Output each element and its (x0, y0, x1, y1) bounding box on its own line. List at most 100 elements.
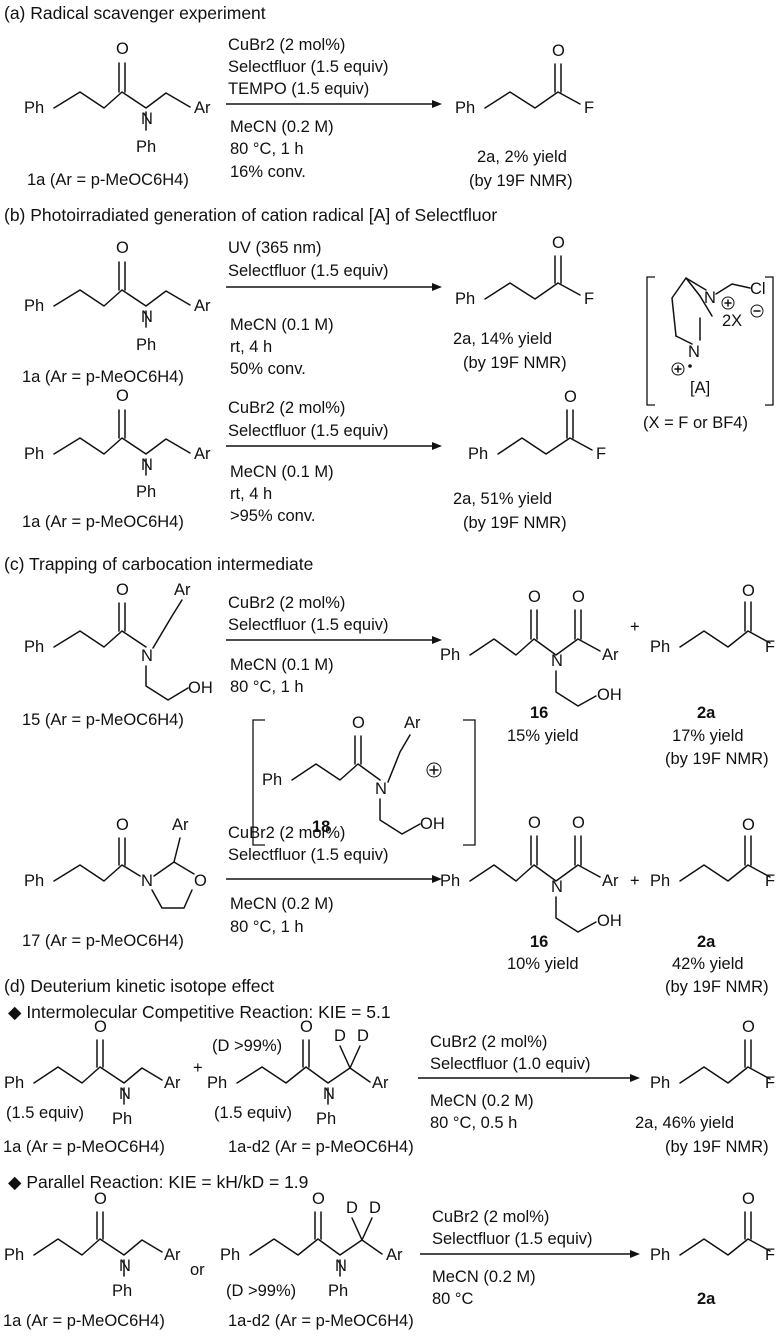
atom-o: O (552, 42, 565, 60)
yield-a: 2a, 2% yield (477, 148, 567, 166)
atom-ar: Ar (602, 646, 619, 664)
atom-ar: Ar (386, 1246, 403, 1264)
atom-ph: Ph (455, 290, 475, 308)
atom-f: F (584, 99, 594, 117)
section-a-heading: (a) Radical scavenger experiment (4, 3, 266, 23)
atom-o: O (94, 1190, 107, 1208)
atom-f: F (584, 290, 594, 308)
atom-f: F (765, 1246, 775, 1264)
atom-o: O (116, 581, 129, 599)
atom-ph: Ph (136, 336, 156, 354)
cond-c2-3: MeCN (0.2 M) (230, 895, 334, 913)
nmr-note: (by 19F NMR) (665, 750, 769, 768)
atom-d: D (357, 1027, 369, 1045)
cond-c2-4: 80 °C, 1 h (230, 918, 304, 936)
atom-n: N (141, 308, 153, 326)
atom-ar: Ar (164, 1074, 181, 1092)
cond-d2-4: 80 °C (432, 1290, 474, 1308)
atom-oh: OH (188, 679, 213, 697)
label-1a: 1a (Ar = p-MeOC6H4) (22, 513, 184, 531)
yield-b1: 2a, 14% yield (453, 330, 552, 348)
cond-b1-4: rt, 4 h (230, 338, 272, 356)
atom-ph: Ph (220, 1246, 240, 1264)
cond-a-6: 16% conv. (230, 163, 306, 181)
atom-n: N (141, 872, 153, 890)
equiv-1a: (1.5 equiv) (6, 1104, 84, 1122)
atom-n: N (688, 343, 700, 361)
atom-ph: Ph (328, 1282, 348, 1300)
atom-ph: Ph (112, 1282, 132, 1300)
cond-a-1: CuBr2 (2 mol%) (228, 36, 345, 54)
or-word: or (190, 1261, 205, 1279)
product-2a-b1: Ph O F (455, 234, 594, 308)
cond-d2-2: Selectfluor (1.5 equiv) (432, 1230, 593, 1248)
atom-o: O (528, 814, 541, 832)
atom-ph: Ph (316, 1110, 336, 1128)
plus-sign: + (193, 1059, 203, 1077)
atom-o: O (116, 816, 129, 834)
atom-ar: Ar (194, 99, 211, 117)
atom-n: N (141, 110, 153, 128)
label-2a: 2a (697, 704, 716, 722)
atom-ar: Ar (172, 816, 189, 834)
atom-ph: Ph (650, 1074, 670, 1092)
label-A: [A] (690, 379, 710, 397)
atom-o: O (742, 816, 755, 834)
product-2a-d1: Ph O F (650, 1018, 775, 1092)
section-d-heading: (d) Deuterium kinetic isotope effect (4, 976, 274, 996)
cond-a-4: MeCN (0.2 M) (230, 118, 334, 136)
cond-b1-1: UV (365 nm) (228, 239, 322, 257)
atom-n: N (141, 456, 153, 474)
product-2a-d2: Ph O F (650, 1190, 775, 1264)
cond-a-2: Selectfluor (1.5 equiv) (228, 58, 389, 76)
atom-f: F (765, 1074, 775, 1092)
atom-o: O (194, 872, 207, 890)
atom-n: N (323, 1085, 335, 1103)
atom-ph: Ph (24, 872, 44, 890)
nmr-note: (by 19F NMR) (463, 354, 567, 372)
nmr-note: (by 19F NMR) (665, 1138, 769, 1156)
atom-n: N (119, 1257, 131, 1275)
substrate-1a-d2-d1: (D >99%) Ph O N Ph D D Ar (207, 1018, 389, 1128)
cond-a-5: 80 °C, 1 h (230, 140, 304, 158)
atom-ph: Ph (136, 138, 156, 156)
atom-n: N (141, 647, 153, 665)
substrate-15: Ph O N Ar OH (24, 581, 213, 701)
atom-d: D (346, 1199, 358, 1217)
atom-o: O (572, 588, 585, 606)
atom-oh: OH (597, 686, 622, 704)
atom-ar: Ar (194, 445, 211, 463)
label-16: 16 (530, 704, 548, 722)
atom-ph: Ph (4, 1246, 24, 1264)
yield-2a-c1: 17% yield (672, 727, 744, 745)
yield-d1: 2a, 46% yield (635, 1114, 734, 1132)
cond-d1-2: Selectfluor (1.0 equiv) (430, 1055, 591, 1073)
substrate-17: Ph O N Ar O (24, 816, 207, 909)
atom-oh: OH (597, 912, 622, 930)
label-17: 17 (Ar = p-MeOC6H4) (22, 932, 184, 950)
cond-b2-2: Selectfluor (1.5 equiv) (228, 422, 389, 440)
atom-ph: Ph (455, 99, 475, 117)
cond-b2-1: CuBr2 (2 mol%) (228, 399, 345, 417)
cond-b2-4: rt, 4 h (230, 485, 272, 503)
atom-o: O (116, 387, 129, 405)
plus-sign: + (630, 618, 640, 636)
label-16: 16 (530, 933, 548, 951)
yield-b2: 2a, 51% yield (453, 490, 552, 508)
product-16-c1: Ph O O N Ar OH (440, 588, 622, 707)
atom-o: O (528, 588, 541, 606)
yield-16-c2: 10% yield (507, 955, 579, 973)
cond-c1-1: CuBr2 (2 mol%) (228, 594, 345, 612)
d-purity: (D >99%) (226, 1282, 296, 1300)
nmr-note: (by 19F NMR) (469, 172, 573, 190)
atom-d: D (369, 1199, 381, 1217)
cond-a-3: TEMPO (1.5 equiv) (228, 80, 369, 98)
atom-ar: Ar (602, 872, 619, 890)
cond-c1-3: MeCN (0.1 M) (230, 656, 334, 674)
cond-d1-4: 80 °C, 0.5 h (430, 1114, 517, 1132)
nmr-note: (by 19F NMR) (665, 978, 769, 996)
cond-b2-3: MeCN (0.1 M) (230, 463, 334, 481)
nmr-note: (by 19F NMR) (463, 514, 567, 532)
cond-b1-2: Selectfluor (1.5 equiv) (228, 262, 389, 280)
